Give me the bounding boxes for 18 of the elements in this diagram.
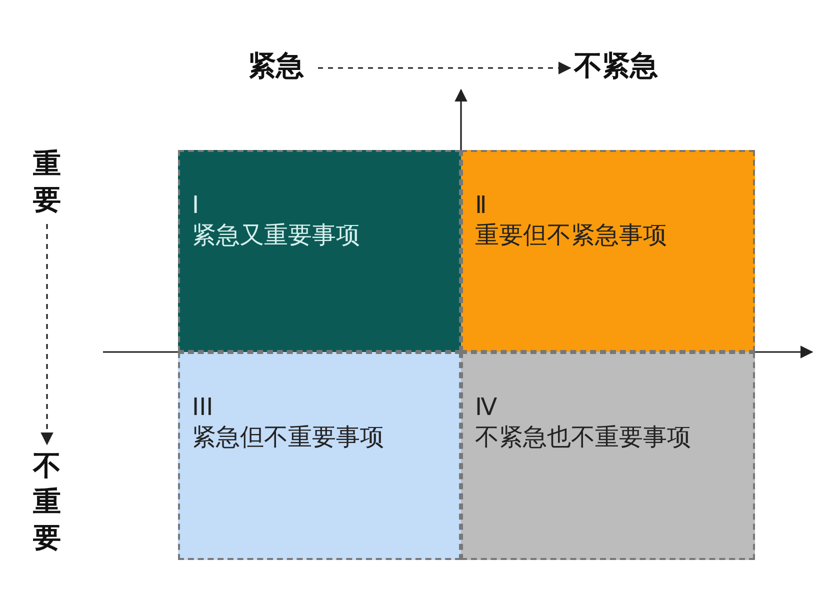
quadrant-box — [461, 352, 755, 560]
axis-label: 紧急 — [248, 52, 312, 84]
roman-numeral: Ⅳ — [475, 392, 498, 422]
quadrant-label: 不紧急也不重要事项 — [475, 422, 692, 452]
roman-numeral: I — [192, 190, 200, 220]
quadrant-label: 重要但不紧急事项 — [475, 220, 668, 250]
quadrant-box — [178, 150, 461, 352]
axis-label: 不重要 — [30, 448, 64, 556]
axis-label: 不紧急 — [574, 52, 670, 84]
quadrant-label: 紧急但不重要事项 — [192, 422, 385, 452]
roman-numeral: Ⅱ — [475, 190, 488, 220]
quadrant-box — [178, 352, 461, 560]
dashed-arrow — [318, 62, 572, 74]
quadrant-label: 紧急又重要事项 — [192, 220, 361, 250]
dashed-arrow — [40, 224, 54, 446]
axis-label: 重要 — [30, 146, 64, 218]
roman-numeral: III — [192, 392, 214, 422]
quadrant-box — [461, 150, 755, 352]
